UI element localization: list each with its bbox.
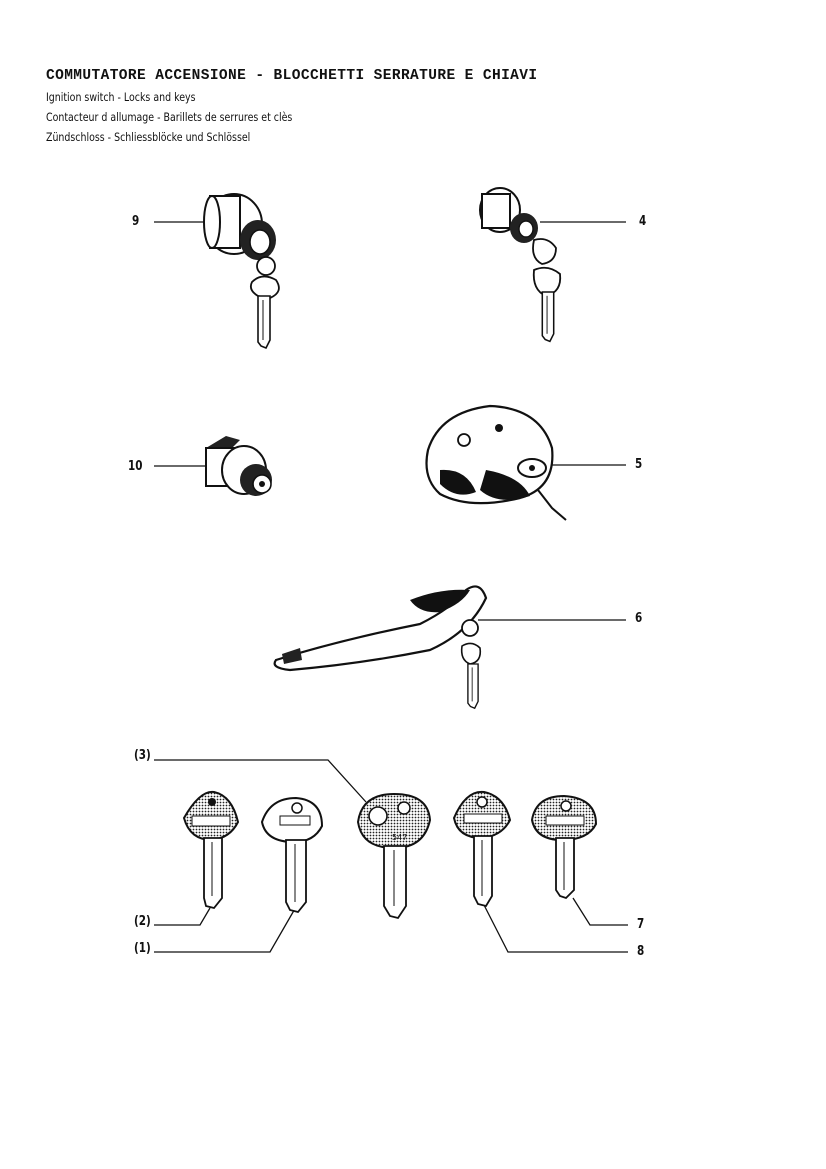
leader-1	[154, 899, 301, 953]
leader-7	[572, 897, 628, 926]
callout-7: 7	[637, 917, 645, 932]
leader-3	[154, 759, 367, 803]
subtitle-german: Zündschloss - Schliessblöcke und Schlöss…	[46, 130, 251, 144]
callout-9: 9	[132, 214, 140, 229]
ignition-switch-9	[203, 193, 280, 349]
subtitle-french: Contacteur d allumage - Barillets de ser…	[46, 110, 293, 124]
callout-3: (3)	[134, 748, 151, 763]
subtitle-english: Ignition switch - Locks and keys	[46, 90, 196, 104]
callout-6: 6	[635, 611, 643, 626]
callout-1: (1)	[134, 941, 151, 956]
callout-2: (2)	[134, 914, 151, 929]
key-1	[260, 796, 324, 914]
push-lock-10	[205, 436, 272, 496]
callout-5: 5	[635, 457, 643, 472]
key-3: 547	[356, 792, 432, 920]
fuel-cap-lock-5	[425, 404, 567, 521]
leader-lines	[154, 221, 628, 953]
ignition-switch-4	[479, 187, 562, 343]
page-title: COMMUTATORE ACCENSIONE - BLOCCHETTI SERR…	[46, 68, 538, 84]
key-8	[452, 790, 512, 908]
key-2	[182, 790, 240, 910]
door-handle-6	[273, 585, 488, 709]
callout-10: 10	[128, 459, 143, 474]
callout-4: 4	[639, 214, 647, 229]
key-7	[530, 794, 598, 900]
callout-8: 8	[637, 944, 645, 959]
key-code-label: 547	[392, 833, 407, 842]
leader-8	[483, 904, 628, 953]
leader-2	[154, 907, 211, 926]
